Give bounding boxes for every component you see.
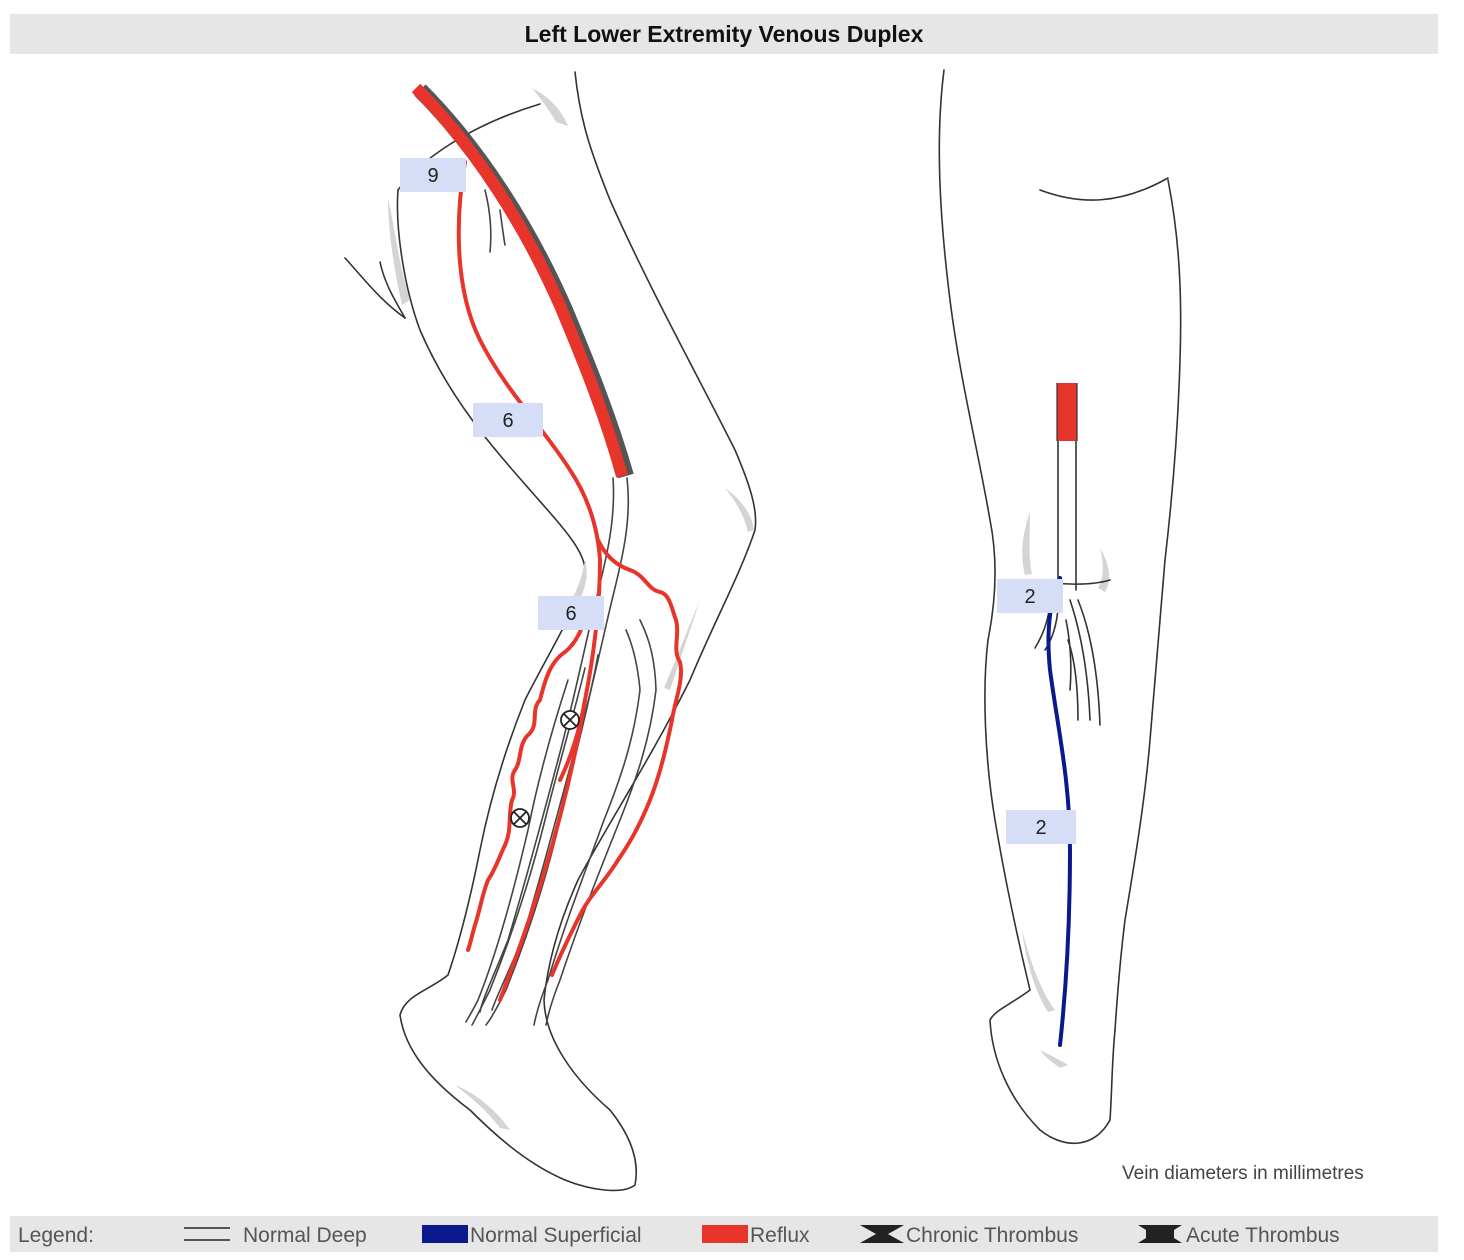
left-reflux-veins (456, 160, 683, 1002)
legend-item-normal-deep: Normal Deep (243, 1224, 367, 1247)
right-reflux-segment-outline (1056, 383, 1078, 441)
right-measurement-box-1: 2 (997, 579, 1063, 613)
right-normal-superficial-vein (1046, 576, 1073, 1047)
left-measurement-box-3: 6 (538, 596, 604, 630)
measurement-label: 2 (1024, 586, 1035, 608)
legend-item-normal-superficial: Normal Superficial (470, 1224, 642, 1247)
reflux-swatch-icon (702, 1225, 748, 1243)
perforator-marker-lower (510, 808, 530, 828)
legend-item-reflux: Reflux (750, 1224, 810, 1247)
perforator-marker-upper (560, 710, 580, 730)
diagram-title: Left Lower Extremity Venous Duplex (524, 20, 924, 47)
chronic-thrombus-swatch-icon (860, 1225, 904, 1243)
normal-superficial-swatch-icon (422, 1225, 468, 1243)
title-bar: Left Lower Extremity Venous Duplex (10, 14, 1438, 54)
normal-deep-swatch-icon (184, 1227, 230, 1241)
measurement-label: 6 (502, 410, 513, 432)
left-thick-reflux-vein (411, 83, 628, 478)
measurement-label: 6 (565, 603, 576, 625)
legend-label: Legend: (18, 1224, 94, 1247)
left-perforator-markers (510, 710, 580, 828)
left-leg-outline (344, 71, 757, 1192)
legend-item-chronic-thrombus: Chronic Thrombus (906, 1224, 1079, 1247)
left-measurement-box-1: 9 (400, 158, 466, 192)
legend-item-acute-thrombus: Acute Thrombus (1186, 1224, 1340, 1247)
right-measurement-box-2: 2 (1006, 810, 1076, 844)
left-measurement-box-2: 6 (473, 403, 543, 437)
diameters-note: Vein diameters in millimetres (1122, 1163, 1364, 1184)
right-reflux-segment (1057, 383, 1077, 441)
measurement-label: 2 (1035, 817, 1046, 839)
measurement-label: 9 (427, 165, 438, 187)
acute-thrombus-swatch-icon (1138, 1225, 1182, 1243)
right-leg-outline (938, 69, 1182, 1144)
legend-bar: Legend: Normal Deep Normal Superficial R… (10, 1216, 1438, 1252)
